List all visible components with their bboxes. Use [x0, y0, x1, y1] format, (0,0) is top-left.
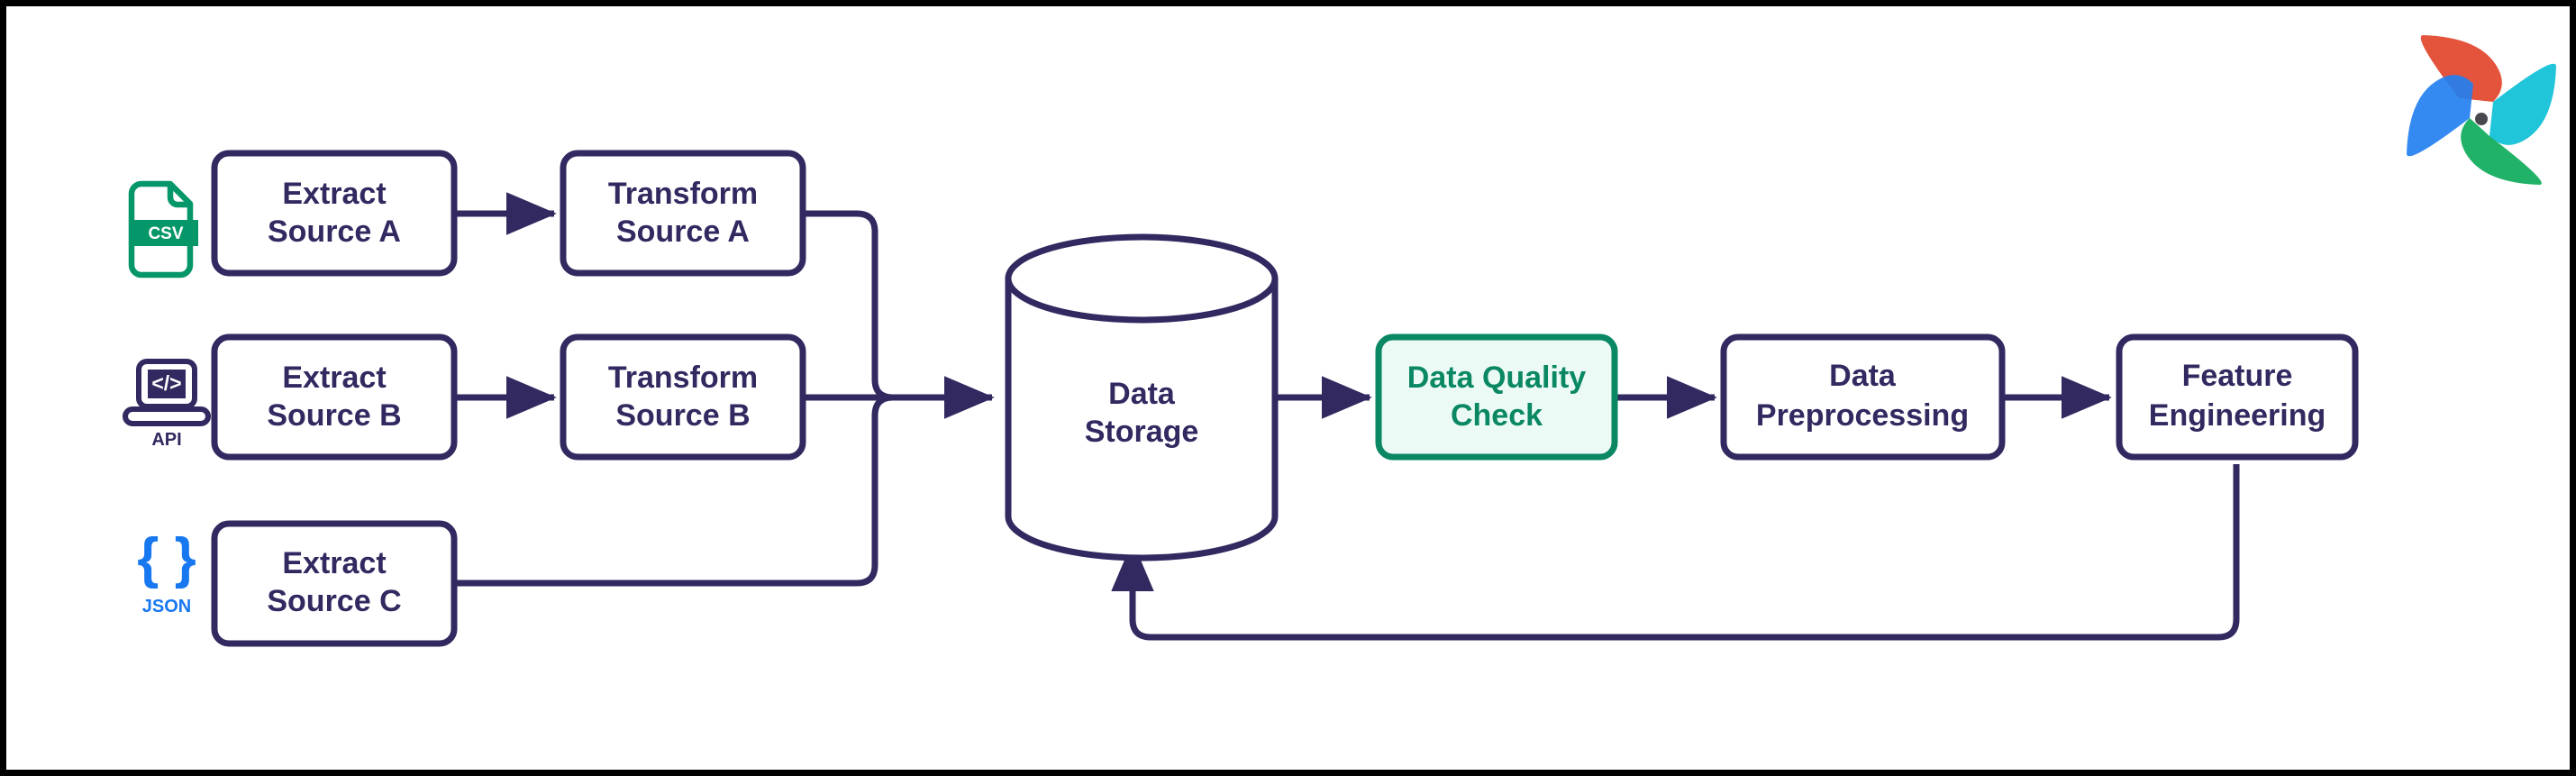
extract-source-c-label-line1: Extract — [282, 546, 386, 580]
node-transform-source-b[interactable]: Transform Source B — [560, 333, 806, 461]
transform-source-b-label-line1: Transform — [608, 361, 758, 395]
node-extract-source-b[interactable]: Extract Source B — [211, 333, 458, 461]
node-data-preprocessing[interactable]: Data Preprocessing — [1720, 333, 2006, 461]
node-extract-source-c[interactable]: Extract Source C — [211, 520, 458, 647]
feature-engineering-label-line1: Feature — [2182, 359, 2293, 393]
edge-transform-a-to-bus — [803, 210, 894, 401]
node-extract-source-a[interactable]: Extract Source A — [211, 150, 458, 277]
api-laptop-icon: </> API — [123, 359, 211, 450]
node-feature-engineering[interactable]: Feature Engineering — [2116, 333, 2359, 461]
airflow-pinwheel-logo — [2407, 35, 2556, 185]
pipeline-diagram: CSV Extract Source A Transform Source A … — [123, 35, 2556, 647]
connectors — [454, 192, 2240, 641]
extract-source-a-label-line2: Source A — [268, 215, 401, 249]
data-preprocessing-label-line1: Data — [1829, 359, 1897, 393]
transform-source-b-label-line2: Source B — [615, 398, 750, 433]
transform-source-a-label-line2: Source A — [616, 215, 750, 249]
api-icon-caption: API — [151, 430, 181, 450]
data-storage-label-line2: Storage — [1085, 415, 1199, 449]
extract-source-b-label-line2: Source B — [267, 398, 401, 433]
data-storage-label-line1: Data — [1108, 377, 1176, 411]
extract-source-c-label-line2: Source C — [267, 584, 401, 618]
extract-source-b-label-line1: Extract — [282, 361, 386, 395]
node-data-storage[interactable]: Data Storage — [1005, 233, 1279, 561]
api-icon-code-glyph: </> — [151, 371, 181, 395]
transform-source-a-label-line1: Transform — [608, 177, 758, 211]
json-icon-glyph: { } — [137, 527, 196, 589]
data-quality-check-label-line2: Check — [1451, 398, 1543, 433]
data-quality-check-label-line1: Data Quality — [1407, 361, 1586, 395]
csv-icon-text: CSV — [148, 224, 183, 243]
node-data-quality-check[interactable]: Data Quality Check — [1375, 333, 1618, 461]
node-transform-source-a[interactable]: Transform Source A — [560, 150, 806, 277]
json-icon-caption: JSON — [142, 597, 191, 616]
edge-feedback-loop-to-storage — [1111, 464, 2240, 641]
csv-file-icon: CSV — [128, 180, 198, 278]
json-braces-icon: { } JSON — [137, 527, 196, 616]
extract-source-a-label-line1: Extract — [282, 177, 386, 211]
data-preprocessing-label-line2: Preprocessing — [1756, 398, 1969, 433]
feature-engineering-label-line2: Engineering — [2149, 398, 2326, 433]
